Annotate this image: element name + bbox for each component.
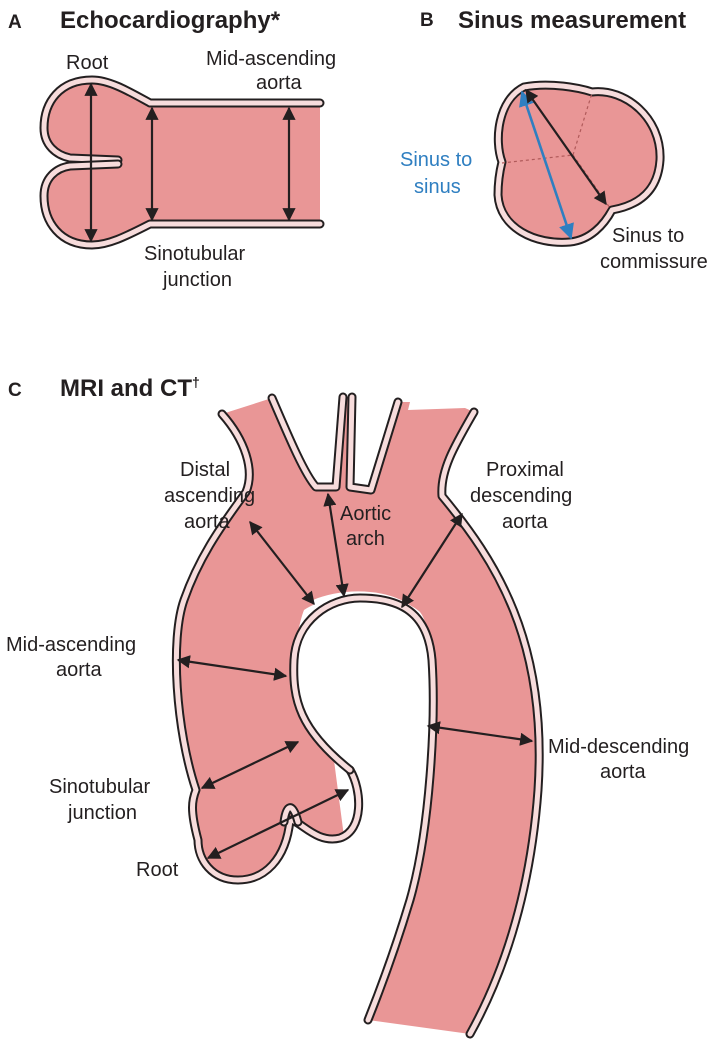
label-b-sinus-to-sinus-line1: Sinus to xyxy=(400,149,472,171)
panel-a-letter: A xyxy=(8,12,22,33)
label-c-mid-descending-line1: Mid-descending xyxy=(548,736,689,758)
label-c-distal-ascending-line2: ascending xyxy=(164,485,255,507)
distal-ascending-arrow xyxy=(249,520,315,606)
label-c-root: Root xyxy=(136,859,179,881)
proximal-descending-arrow xyxy=(401,512,463,609)
label-c-proximal-descending-line2: descending xyxy=(470,485,572,507)
label-c-distal-ascending-line3: aorta xyxy=(184,511,230,533)
panel-c: C MRI and CT† xyxy=(6,374,689,1042)
label-c-sinotubular-line1: Sinotubular xyxy=(49,776,151,798)
label-c-aortic-arch-line1: Aortic xyxy=(340,503,391,525)
label-b-sinus-to-commissure-line2: commissure xyxy=(600,251,708,273)
aortic-arch-arrow xyxy=(323,492,349,598)
label-b-sinus-to-sinus-line2: sinus xyxy=(414,176,461,198)
label-c-aortic-arch-line2: arch xyxy=(346,528,385,550)
label-c-distal-ascending-line1: Distal xyxy=(180,459,230,481)
panel-a-title: Echocardiography* xyxy=(60,7,281,34)
label-c-proximal-descending-line1: Proximal xyxy=(486,459,564,481)
panel-c-letter: C xyxy=(8,380,22,401)
label-b-sinus-to-commissure-line1: Sinus to xyxy=(612,225,684,247)
label-c-mid-ascending-line2: aorta xyxy=(56,659,102,681)
label-a-root: Root xyxy=(66,52,109,74)
label-a-mid-ascending-line2: aorta xyxy=(256,72,302,94)
panel-b-title: Sinus measurement xyxy=(458,7,686,34)
label-c-proximal-descending-line3: aorta xyxy=(502,511,548,533)
sinus-to-commissure-arrow xyxy=(525,88,607,206)
echo-aorta-shape xyxy=(39,75,325,250)
panel-c-title: MRI and CT† xyxy=(60,374,200,402)
label-c-mid-ascending-line1: Mid-ascending xyxy=(6,634,136,656)
label-c-sinotubular-line2: junction xyxy=(67,802,137,824)
panel-a: A Echocardiography* Root Mid-ascending a… xyxy=(8,7,336,291)
label-a-sinotubular-line2: junction xyxy=(162,269,232,291)
mid-ascending-arrow xyxy=(176,655,288,681)
echo-aorta-lumen xyxy=(44,80,320,245)
label-a-sinotubular-line1: Sinotubular xyxy=(144,243,246,265)
c-root-arrow xyxy=(206,789,350,859)
c-sinotubular-arrow xyxy=(200,741,300,789)
mid-descending-arrow xyxy=(426,721,534,746)
label-c-mid-descending-line2: aorta xyxy=(600,761,646,783)
label-a-mid-ascending-line1: Mid-ascending xyxy=(206,48,336,70)
panel-b-letter: B xyxy=(420,10,434,31)
panel-b: B Sinus measurement Sinus to sinus Sinus… xyxy=(400,7,708,273)
